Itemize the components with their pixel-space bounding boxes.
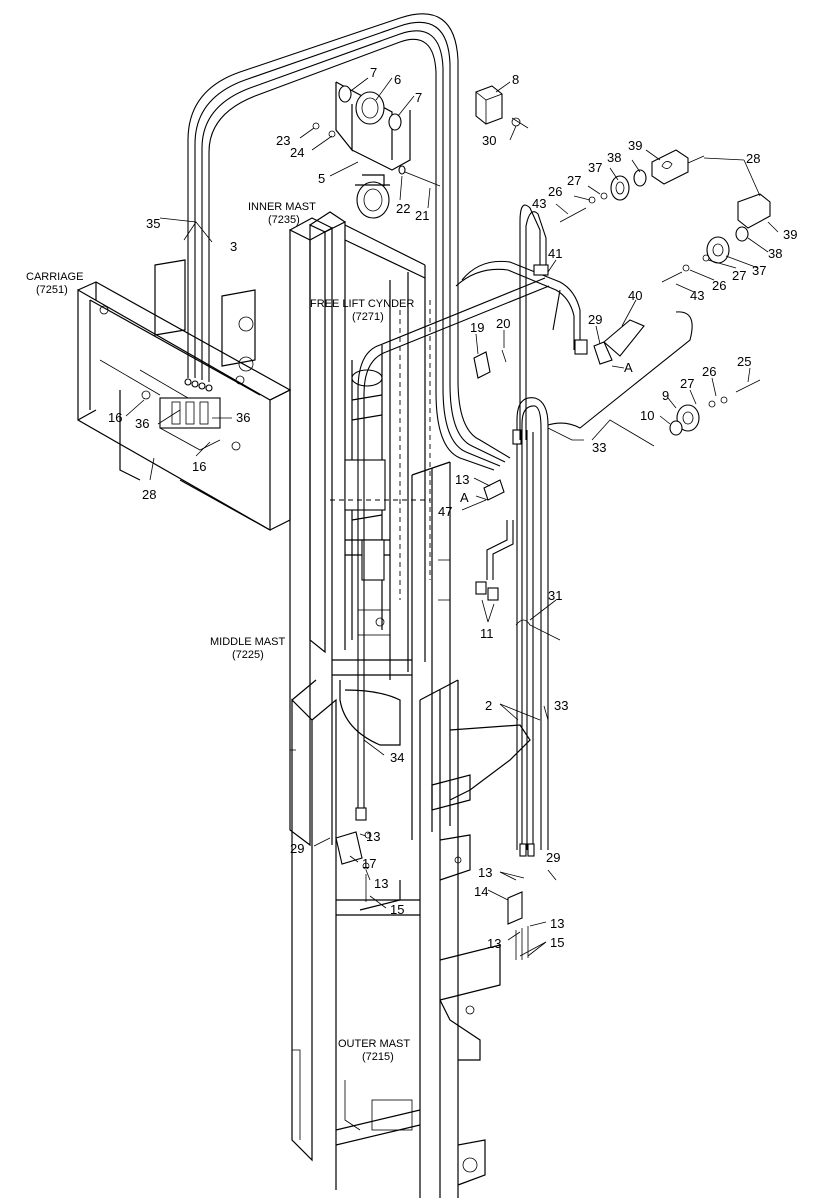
label-middle-mast-code: (7225) bbox=[232, 649, 264, 661]
callout: 5 bbox=[318, 171, 325, 186]
callout: 28 bbox=[142, 487, 156, 502]
callout: 31 bbox=[548, 588, 562, 603]
callout: 16 bbox=[108, 410, 122, 425]
callout: A bbox=[460, 490, 469, 505]
callout: 11 bbox=[480, 626, 494, 641]
callout: 24 bbox=[290, 145, 304, 160]
callout: 16 bbox=[192, 459, 206, 474]
free-lift-cylinder bbox=[330, 300, 431, 640]
callout: 13 bbox=[478, 865, 492, 880]
callout: 21 bbox=[415, 208, 429, 223]
callout: 29 bbox=[290, 841, 304, 856]
callout: 38 bbox=[607, 150, 621, 165]
callout: 26 bbox=[548, 184, 562, 199]
callout: 15 bbox=[390, 902, 404, 917]
callout: 35 bbox=[146, 216, 160, 231]
callout: 41 bbox=[548, 246, 562, 261]
callout: 47 bbox=[438, 504, 452, 519]
callout: 9 bbox=[662, 388, 669, 403]
callout: 19 bbox=[470, 320, 484, 335]
label-carriage-code: (7251) bbox=[36, 284, 68, 296]
callout: 38 bbox=[768, 246, 782, 261]
callout: 26 bbox=[712, 278, 726, 293]
callout: 13 bbox=[550, 916, 564, 931]
callout: 43 bbox=[532, 196, 546, 211]
callout: 2 bbox=[485, 698, 492, 713]
label-middle-mast: MIDDLE MAST bbox=[210, 636, 285, 648]
pulley-parts-right bbox=[335, 149, 771, 960]
carriage bbox=[77, 259, 292, 532]
callout: 27 bbox=[732, 268, 746, 283]
leader-lines bbox=[125, 77, 779, 957]
area-labels: CARRIAGE (7251) INNER MAST (7235) FREE L… bbox=[26, 201, 414, 1063]
callout: 7 bbox=[370, 65, 377, 80]
callouts: 7 6 7 8 23 24 30 5 22 21 35 3 39 38 37 2… bbox=[108, 65, 797, 951]
callout: 34 bbox=[390, 750, 404, 765]
callout: 43 bbox=[690, 288, 704, 303]
callout: 39 bbox=[628, 138, 642, 153]
label-carriage: CARRIAGE bbox=[26, 271, 83, 283]
outer-mast bbox=[291, 679, 501, 1198]
hoses bbox=[184, 13, 693, 857]
label-outer-mast: OUTER MAST bbox=[338, 1038, 410, 1050]
label-free-lift-code: (7271) bbox=[352, 311, 384, 323]
label-outer-mast-code: (7215) bbox=[362, 1051, 394, 1063]
callout: 13 bbox=[374, 876, 388, 891]
inner-mast bbox=[309, 211, 426, 680]
callout: 25 bbox=[737, 354, 751, 369]
callout: 30 bbox=[482, 133, 496, 148]
label-inner-mast-code: (7235) bbox=[268, 214, 300, 226]
callout: 40 bbox=[628, 288, 642, 303]
callout: 22 bbox=[396, 201, 410, 216]
callout: 7 bbox=[415, 90, 422, 105]
callout: 10 bbox=[640, 408, 654, 423]
callout: 39 bbox=[783, 227, 797, 242]
callout: 29 bbox=[546, 850, 560, 865]
callout: 33 bbox=[554, 698, 568, 713]
callout: 36 bbox=[135, 416, 149, 431]
callout: 8 bbox=[512, 72, 519, 87]
callout: 29 bbox=[588, 312, 602, 327]
label-free-lift: FREE LIFT CYNDER bbox=[310, 298, 414, 310]
callout: 13 bbox=[455, 472, 469, 487]
callout: 23 bbox=[276, 133, 290, 148]
callout: 14 bbox=[474, 884, 488, 899]
callout: 27 bbox=[680, 376, 694, 391]
callout: 17 bbox=[362, 856, 376, 871]
callout: 27 bbox=[567, 173, 581, 188]
callout: 37 bbox=[588, 160, 602, 175]
callout: 13 bbox=[487, 936, 501, 951]
callout: A bbox=[624, 360, 633, 375]
callout: 13 bbox=[366, 829, 380, 844]
callout: 15 bbox=[550, 935, 564, 950]
callout: 3 bbox=[230, 239, 237, 254]
callout: 6 bbox=[394, 72, 401, 87]
top-pulley-assembly bbox=[312, 81, 529, 219]
callout: 37 bbox=[752, 263, 766, 278]
callout: 36 bbox=[236, 410, 250, 425]
callout: 26 bbox=[702, 364, 716, 379]
callout: 28 bbox=[746, 151, 760, 166]
middle-mast bbox=[289, 217, 531, 911]
label-inner-mast: INNER MAST bbox=[248, 201, 316, 213]
callout: 20 bbox=[496, 316, 510, 331]
callout: 33 bbox=[592, 440, 606, 455]
